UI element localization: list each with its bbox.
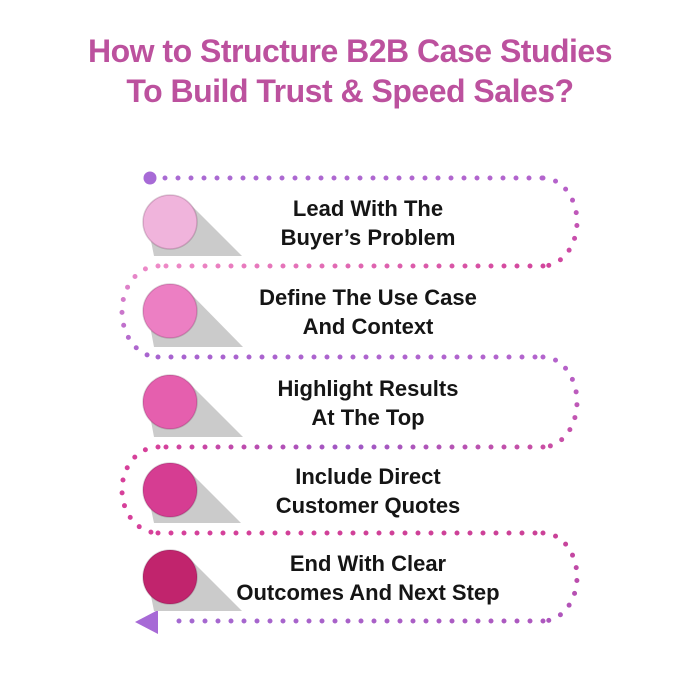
step-1-label-line-1: Lead With The — [292, 196, 444, 221]
dotted-arc-right-3 — [540, 354, 580, 450]
step-3-label: Highlight Results At The Top — [218, 374, 518, 432]
step-1-label-line-2: Buyer’s Problem — [280, 225, 456, 250]
step-2-label-line-1: Define The Use Case — [259, 285, 477, 310]
step-3-label-line-2: At The Top — [311, 405, 425, 430]
step-1-label: Lead With The Buyer’s Problem — [218, 194, 518, 252]
dotted-arc-right-5 — [540, 530, 580, 624]
step-3-circle — [142, 374, 198, 430]
dotted-path — [119, 175, 580, 624]
step-4-label-line-2: Customer Quotes — [275, 493, 461, 518]
arrow-left-icon — [135, 610, 158, 634]
step-4-label: Include Direct Customer Quotes — [218, 462, 518, 520]
step-3-label-line-1: Highlight Results — [277, 376, 459, 401]
step-5-label: End With Clear Outcomes And Next Step — [218, 549, 518, 607]
dotted-arc-right-1 — [540, 175, 580, 269]
step-4-label-line-1: Include Direct — [295, 464, 441, 489]
step-4-circle — [142, 462, 198, 518]
step-circles — [142, 194, 198, 605]
step-2-label-line-2: And Context — [302, 314, 434, 339]
step-1-circle — [142, 194, 198, 250]
step-2-circle — [142, 283, 198, 339]
path-start-dot — [143, 171, 157, 185]
dotted-arc-left-2 — [119, 263, 161, 360]
page-title: How to Structure B2B Case Studies To Bui… — [0, 31, 700, 111]
page-title-line-2: To Build Trust & Speed Sales? — [126, 73, 574, 109]
step-2-label: Define The Use Case And Context — [218, 283, 518, 341]
step-5-label-line-2: Outcomes And Next Step — [236, 580, 500, 605]
page-title-line-1: How to Structure B2B Case Studies — [87, 33, 613, 69]
step-5-label-line-1: End With Clear — [289, 551, 447, 576]
step-5-circle — [142, 549, 198, 605]
